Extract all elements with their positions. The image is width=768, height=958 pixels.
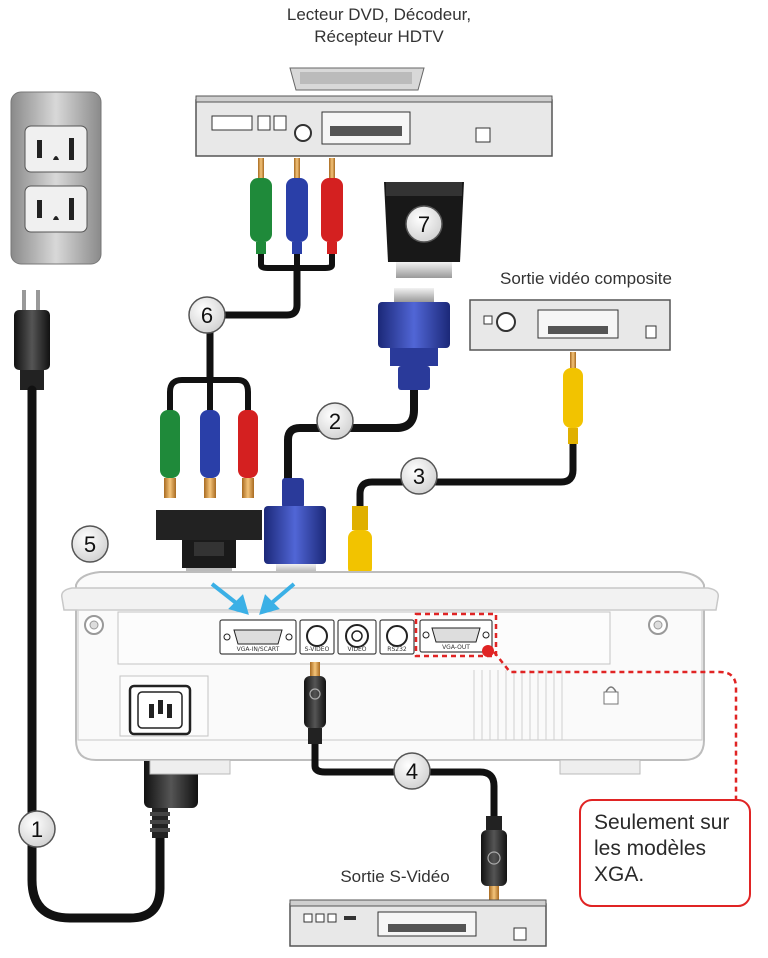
component-rca-top-plugs [250, 158, 343, 271]
badge-4-number: 4 [406, 759, 418, 784]
port-label-vga-in-scart: VGA-IN/SCART [237, 646, 280, 653]
vga-connector-top [378, 288, 450, 390]
badge-5-number: 5 [84, 532, 96, 557]
wall-outlet [10, 91, 102, 265]
vga-cable [284, 390, 418, 482]
badge-1-number: 1 [31, 817, 43, 842]
callout-text: Seulement sur les modèles XGA. [594, 810, 744, 888]
callout-box [579, 799, 751, 907]
badge-3-number: 3 [413, 464, 425, 489]
callout-line3: XGA. [594, 863, 645, 886]
port-video: VIDEO [337, 619, 377, 655]
composite-cable [356, 444, 577, 508]
callout-line1: Seulement sur [594, 811, 730, 834]
port-label-vga-out: VGA-OUT [442, 644, 470, 651]
dvd-player-device [195, 67, 553, 157]
composite-out-label: Sortie vidéo composite [500, 269, 672, 288]
composite-source-device [469, 299, 671, 351]
port-vga-in-scart: VGA-IN/SCART [219, 619, 297, 655]
badge-6-number: 6 [201, 303, 213, 328]
port-label-video: VIDEO [347, 646, 366, 653]
badge-6: 6 [188, 296, 226, 334]
badge-4: 4 [393, 752, 431, 790]
port-label-s-video: S-VIDEO [305, 646, 330, 653]
vga-out-callout-marker [414, 612, 738, 800]
s-video-source-device [289, 899, 547, 947]
composite-rca-top [563, 352, 583, 444]
badge-2-number: 2 [329, 409, 341, 434]
badge-1: 1 [18, 810, 56, 848]
component-rca-bottom-plugs [156, 410, 262, 578]
power-cable [14, 290, 198, 923]
port-rs232: RS232 [379, 619, 415, 655]
port-s-video: S-VIDEO [299, 619, 335, 655]
callout-line2: les modèles [594, 837, 707, 860]
badge-2: 2 [316, 402, 354, 440]
dvd-source-label-line1: Lecteur DVD, Décodeur, [286, 5, 472, 24]
badge-3: 3 [400, 457, 438, 495]
insert-arrows [210, 582, 296, 615]
badge-7-number: 7 [418, 212, 430, 237]
svideo-out-label: Sortie S-Vidéo [340, 867, 450, 886]
badge-7: 7 [405, 205, 443, 243]
badge-5: 5 [71, 525, 109, 563]
vga-connector-bottom [264, 478, 326, 576]
port-label-rs232: RS232 [387, 646, 407, 653]
port-vga-out: VGA-OUT [419, 619, 493, 653]
projector [60, 571, 720, 775]
dvd-source-label-line2: Récepteur HDTV [314, 27, 444, 46]
dvd-source-label: Lecteur DVD, Décodeur, Récepteur HDTV [214, 4, 544, 48]
